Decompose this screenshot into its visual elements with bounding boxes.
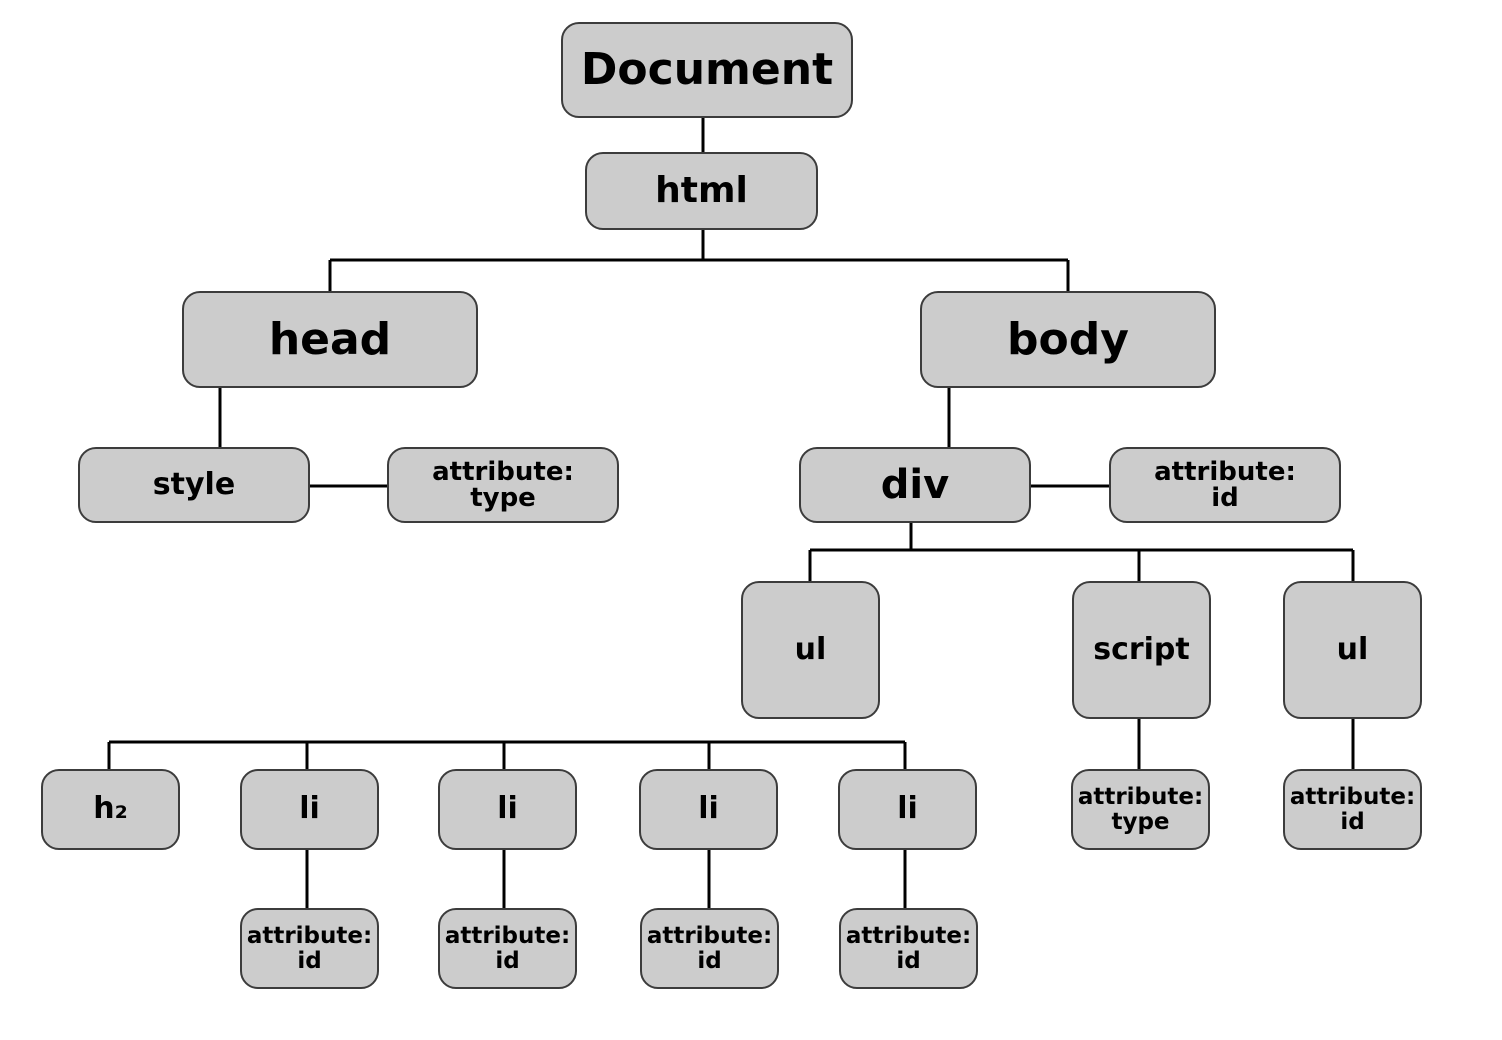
node-ul-2-attribute-line2: id [1340, 808, 1365, 835]
node-li-3-attribute-line2: id [697, 947, 722, 974]
node-ul-2-attribute: attribute: id [1283, 769, 1422, 850]
node-html-label: html [655, 169, 748, 211]
node-html: html [585, 152, 818, 230]
node-li-4-attribute-line2: id [896, 947, 921, 974]
node-ul-2-attribute-line1: attribute: [1289, 784, 1416, 811]
node-div-label: div [880, 462, 950, 508]
node-li-4-attribute: attribute: id [839, 908, 978, 989]
node-ul-2-label: ul [1336, 631, 1369, 667]
node-script-attribute-line1: attribute: [1077, 784, 1204, 811]
node-head: head [182, 291, 478, 388]
node-li-1: li [240, 769, 379, 850]
node-li-4-attribute-line1: attribute: [845, 923, 972, 950]
node-script-label: script [1093, 631, 1190, 667]
node-div: div [799, 447, 1031, 523]
node-style-attribute-line1: attribute: [432, 457, 574, 487]
node-div-attribute: attribute: id [1109, 447, 1341, 523]
node-li-3-label: li [698, 791, 719, 827]
node-li-1-attribute-line1: attribute: [246, 923, 373, 950]
node-head-label: head [268, 313, 392, 365]
node-script-attribute: attribute: type [1071, 769, 1210, 850]
node-li-3-attribute-line1: attribute: [646, 923, 773, 950]
node-div-attribute-line1: attribute: [1154, 457, 1296, 487]
node-document-label: Document [580, 44, 834, 96]
node-li-2-attribute-line1: attribute: [444, 923, 571, 950]
node-li-1-label: li [299, 791, 320, 827]
node-style-label: style [152, 466, 236, 502]
node-div-attribute-line2: id [1211, 483, 1239, 513]
node-style-attribute: attribute: type [387, 447, 619, 523]
node-ul-2: ul [1283, 581, 1422, 719]
node-script-attribute-line2: type [1111, 808, 1170, 835]
node-li-3: li [639, 769, 778, 850]
node-li-4: li [838, 769, 977, 850]
node-ul-1: ul [741, 581, 880, 719]
node-li-2-attribute: attribute: id [438, 908, 577, 989]
node-li-2: li [438, 769, 577, 850]
node-h2: h₂ [41, 769, 180, 850]
node-document: Document [561, 22, 853, 118]
node-body-label: body [1007, 313, 1129, 365]
node-li-4-label: li [897, 791, 918, 827]
node-body: body [920, 291, 1216, 388]
node-li-3-attribute: attribute: id [640, 908, 779, 989]
node-ul-1-label: ul [794, 631, 827, 667]
node-li-2-attribute-line2: id [495, 947, 520, 974]
node-li-1-attribute-line2: id [297, 947, 322, 974]
node-style-attribute-line2: type [470, 483, 536, 513]
node-h2-label: h₂ [93, 791, 128, 827]
node-script: script [1072, 581, 1211, 719]
node-li-2-label: li [497, 791, 518, 827]
node-style: style [78, 447, 310, 523]
node-li-1-attribute: attribute: id [240, 908, 379, 989]
